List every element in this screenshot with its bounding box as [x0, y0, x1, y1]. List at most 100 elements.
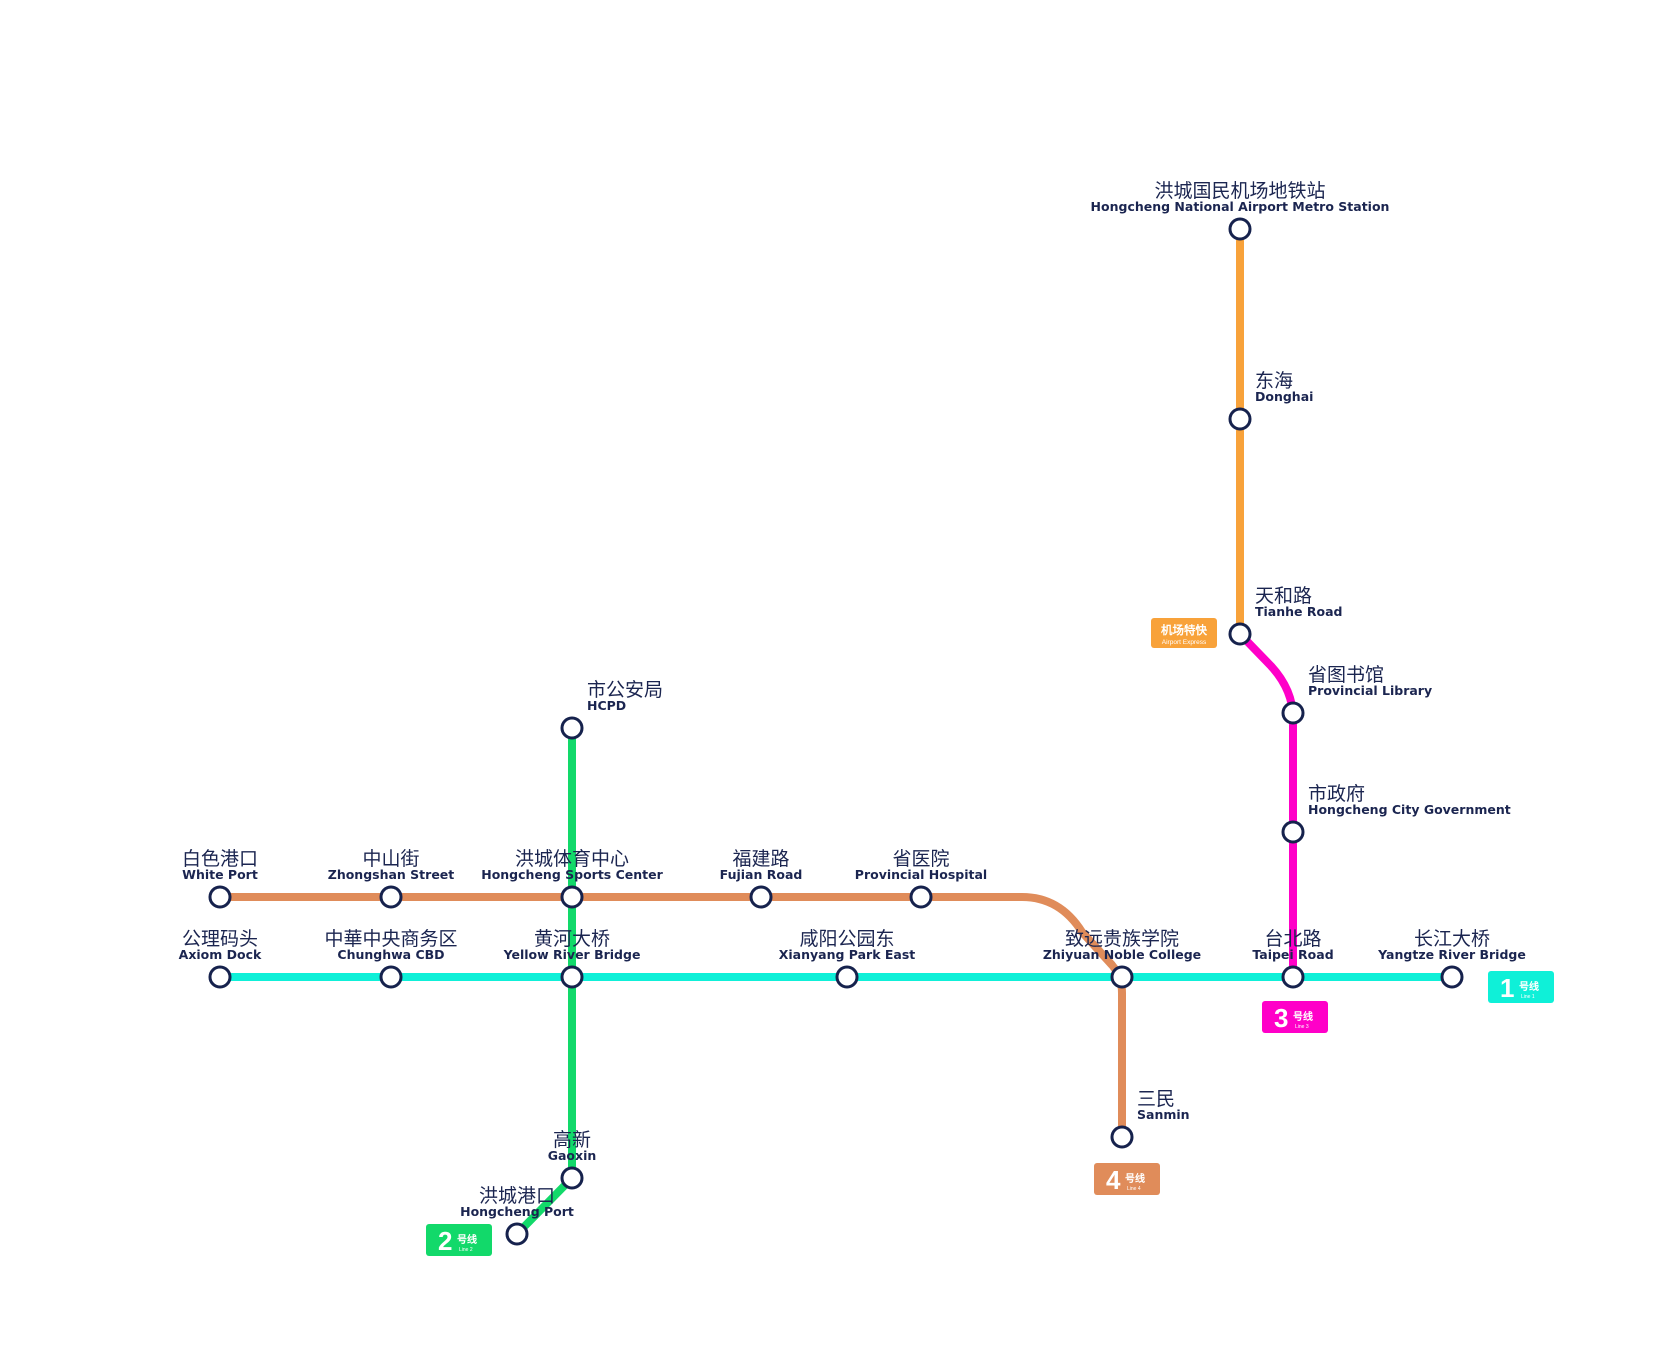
station-name-zh: 省图书馆: [1308, 664, 1384, 686]
station-name-zh: 长江大桥: [1414, 928, 1490, 950]
line-4-badge[interactable]: 4 号线 Line 4: [1094, 1163, 1160, 1195]
station-name-en: Provincial Library: [1308, 683, 1432, 698]
station-label-gaoxin: 高新 Gaoxin: [548, 1129, 597, 1163]
station-dot-taipei-road[interactable]: [1281, 965, 1305, 989]
station-dot-chunghwa-cbd[interactable]: [379, 965, 403, 989]
station-dot-white-port[interactable]: [208, 885, 232, 909]
station-label-zhongshan-street: 中山街 Zhongshan Street: [328, 848, 455, 882]
line-1-badge[interactable]: 1 号线 Line 1: [1488, 971, 1554, 1003]
line-2-number: 2: [438, 1226, 452, 1256]
line-4-label-en: Line 4: [1127, 1186, 1141, 1192]
line-2-label-zh: 号线: [457, 1233, 477, 1246]
station-dot-provincial-library[interactable]: [1281, 701, 1305, 725]
station-name-en: Zhongshan Street: [328, 867, 455, 882]
station-name-en: Provincial Hospital: [855, 867, 987, 882]
line-1-badge-bg: [1488, 971, 1554, 1003]
station-dot-gaoxin[interactable]: [560, 1166, 584, 1190]
station-name-en: Gaoxin: [548, 1148, 597, 1163]
station-name-zh: 黄河大桥: [534, 928, 610, 950]
station-dot-airport[interactable]: [1228, 217, 1252, 241]
track-line-3: [1236, 630, 1297, 980]
station-dot-fujian-road[interactable]: [749, 885, 773, 909]
line-3-number: 3: [1274, 1003, 1288, 1033]
station-name-en: Axiom Dock: [179, 947, 262, 962]
station-label-chunghwa-cbd: 中華中央商务区 Chunghwa CBD: [324, 928, 457, 962]
station-name-zh: 福建路: [732, 848, 789, 870]
station-label-city-government: 市政府 Hongcheng City Government: [1308, 783, 1511, 817]
station-label-axiom-dock: 公理码头 Axiom Dock: [179, 928, 262, 962]
station-dot-city-government[interactable]: [1281, 820, 1305, 844]
airport-express-badge[interactable]: 机场特快 Airport Express: [1151, 618, 1217, 648]
line-1-number: 1: [1500, 973, 1514, 1003]
station-label-tianhe-road: 天和路 Tianhe Road: [1255, 585, 1342, 619]
station-name-en: Fujian Road: [720, 867, 803, 882]
station-dots: [208, 217, 1464, 1246]
station-name-zh: 天和路: [1255, 585, 1312, 607]
station-name-zh: 洪城国民机场地铁站: [1154, 180, 1325, 202]
station-name-zh: 台北路: [1264, 928, 1321, 950]
station-name-zh: 洪城港口: [479, 1185, 555, 1207]
station-name-zh: 高新: [553, 1129, 591, 1151]
station-label-sports-center: 洪城体育中心 Hongcheng Sports Center: [481, 848, 663, 882]
station-name-en: Hongcheng City Government: [1308, 802, 1511, 817]
station-dot-yellow-river-bridge[interactable]: [560, 965, 584, 989]
station-dot-provincial-hospital[interactable]: [909, 885, 933, 909]
station-name-en: Yellow River Bridge: [503, 947, 641, 962]
station-name-en: HCPD: [587, 698, 626, 713]
station-name-en: White Port: [182, 867, 258, 882]
station-dot-sports-center[interactable]: [560, 885, 584, 909]
station-label-zhiyuan-noble-college: 致远贵族学院 Zhiyuan Noble College: [1043, 928, 1201, 962]
station-name-zh: 三民: [1137, 1088, 1175, 1110]
station-name-en: Taipei Road: [1252, 947, 1333, 962]
line-1-label-en: Line 1: [1521, 994, 1535, 1000]
station-label-fujian-road: 福建路 Fujian Road: [720, 848, 803, 882]
station-name-zh: 白色港口: [182, 848, 258, 870]
line-4-badge-bg: [1094, 1163, 1160, 1195]
station-name-zh: 中華中央商务区: [324, 928, 457, 950]
station-dot-hcpd[interactable]: [560, 716, 584, 740]
line-4-number: 4: [1106, 1165, 1121, 1195]
station-name-en: Yangtze River Bridge: [1377, 947, 1526, 962]
line-1-label-zh: 号线: [1519, 980, 1539, 993]
line-2-badge-bg: [426, 1224, 492, 1256]
line-3-badge-bg: [1262, 1001, 1328, 1033]
station-dot-zhiyuan-noble-college[interactable]: [1110, 965, 1134, 989]
station-label-sanmin: 三民 Sanmin: [1137, 1088, 1190, 1122]
station-dot-axiom-dock[interactable]: [208, 965, 232, 989]
station-name-zh: 咸阳公园东: [799, 928, 894, 950]
station-label-xianyang-park-east: 咸阳公园东 Xianyang Park East: [779, 928, 916, 962]
station-label-hcpd: 市公安局 HCPD: [587, 679, 663, 713]
station-label-donghai: 东海 Donghai: [1255, 370, 1313, 404]
station-name-en: Hongcheng Sports Center: [481, 867, 663, 882]
line-3-badge[interactable]: 3 号线 Line 3: [1262, 1001, 1328, 1033]
station-name-en: Donghai: [1255, 389, 1313, 404]
line-2-label-en: Line 2: [459, 1247, 473, 1253]
station-dot-sanmin[interactable]: [1110, 1125, 1134, 1149]
station-dot-donghai[interactable]: [1228, 407, 1252, 431]
station-name-zh: 东海: [1255, 370, 1293, 392]
station-name-en: Xianyang Park East: [779, 947, 916, 962]
station-dot-hongcheng-port[interactable]: [505, 1222, 529, 1246]
station-name-en: Hongcheng National Airport Metro Station: [1091, 199, 1390, 214]
station-name-en: Chunghwa CBD: [337, 947, 444, 962]
station-dot-zhongshan-street[interactable]: [379, 885, 403, 909]
station-name-zh: 中山街: [362, 848, 419, 870]
station-dot-tianhe-road[interactable]: [1228, 622, 1252, 646]
airport-express-badge-bg: [1151, 618, 1217, 648]
station-name-zh: 洪城体育中心: [515, 848, 629, 870]
station-labels: 洪城国民机场地铁站 Hongcheng National Airport Met…: [179, 180, 1526, 1219]
airport-express-label-zh: 机场特快: [1161, 623, 1207, 637]
station-name-zh: 公理码头: [182, 928, 258, 950]
station-dot-xianyang-park-east[interactable]: [835, 965, 859, 989]
station-name-en: Zhiyuan Noble College: [1043, 947, 1201, 962]
station-dot-yangtze-river-bridge[interactable]: [1440, 965, 1464, 989]
station-name-zh: 市政府: [1308, 783, 1365, 805]
line-2-badge[interactable]: 2 号线 Line 2: [426, 1224, 492, 1256]
line-3-label-zh: 号线: [1293, 1010, 1313, 1023]
station-label-yangtze-river-bridge: 长江大桥 Yangtze River Bridge: [1377, 928, 1526, 962]
station-name-en: Sanmin: [1137, 1107, 1190, 1122]
station-name-en: Tianhe Road: [1255, 604, 1342, 619]
station-label-yellow-river-bridge: 黄河大桥 Yellow River Bridge: [503, 928, 641, 962]
station-name-en: Hongcheng Port: [460, 1204, 574, 1219]
